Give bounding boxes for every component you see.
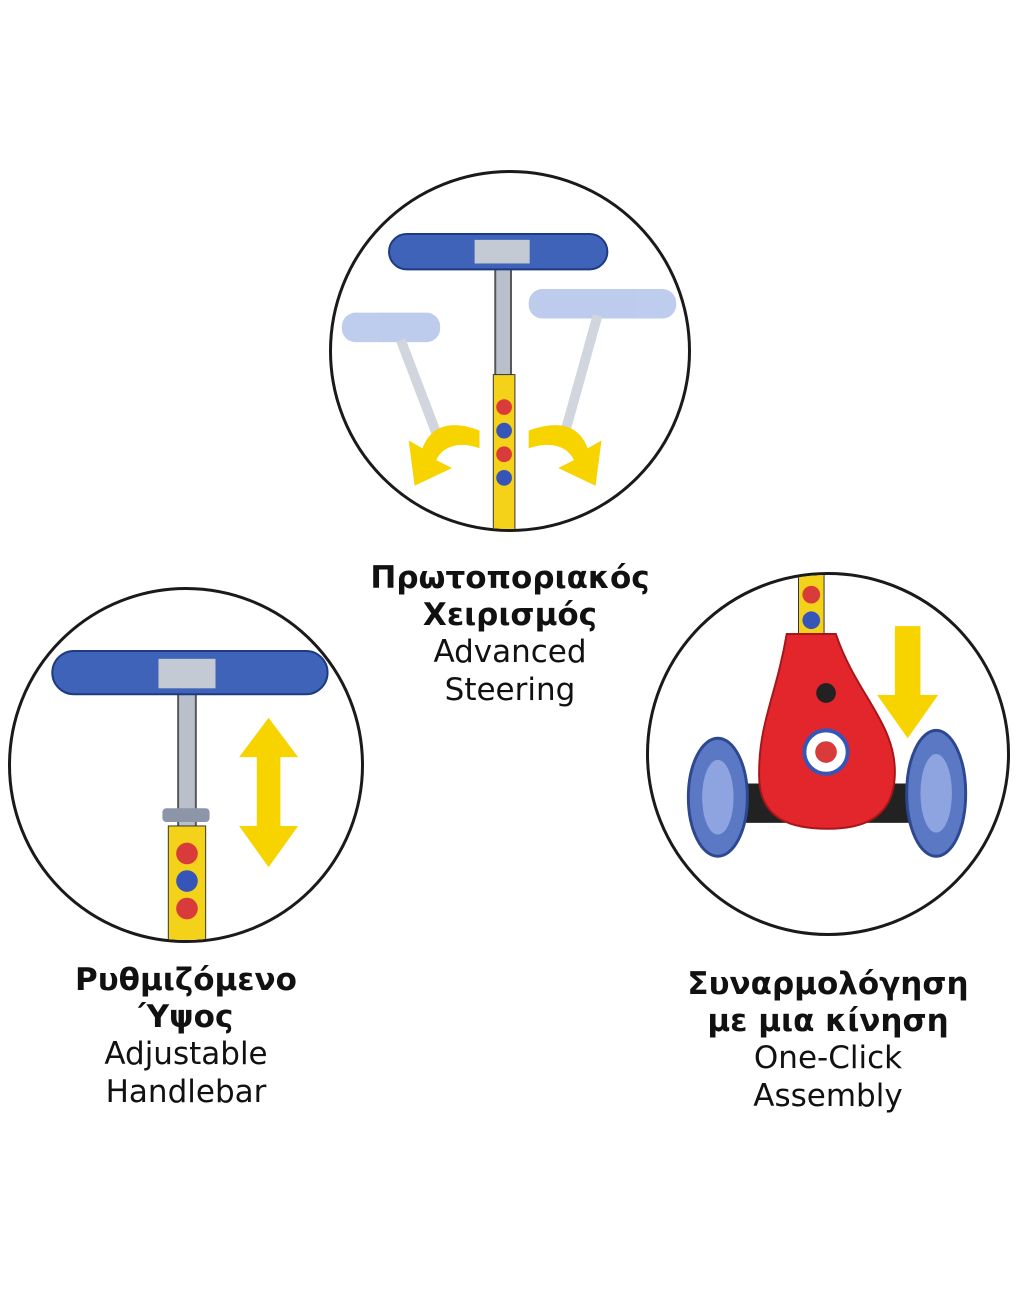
faded-right-handlebar	[528, 289, 677, 431]
height-title-gr-line2: Ύψος	[138, 999, 234, 1036]
faded-left-handlebar	[341, 312, 447, 451]
assembly-caption: Συναρμολόγηση με μια κίνηση One-Click As…	[646, 966, 1010, 1115]
steering-illustration	[329, 170, 691, 532]
height-title-en-line2: Handlebar	[105, 1073, 267, 1110]
arrow-left-icon	[408, 425, 480, 486]
assembly-title-en-line2: Assembly	[753, 1077, 903, 1114]
steering-title-gr-line1: Πρωτοποριακός	[370, 560, 650, 596]
height-title-gr-line1: Ρυθμιζόμενο	[75, 962, 297, 998]
steering-title-en-line1: Advanced	[433, 634, 587, 671]
height-title-en-line1: Adjustable	[104, 1036, 268, 1073]
height-scooter-image	[51, 649, 329, 940]
height-illustration	[8, 587, 364, 943]
arrow-right-icon	[528, 425, 602, 486]
up-down-arrow-icon	[239, 717, 299, 868]
assembly-title-en-line1: One-Click	[753, 1040, 903, 1077]
steering-scooter-image	[341, 232, 677, 529]
assembly-illustration	[646, 572, 1010, 936]
steering-title-gr-line2: Χειρισμός	[422, 597, 598, 634]
assembly-scooter-image	[686, 575, 968, 858]
assembly-title-gr-line1: Συναρμολόγηση	[687, 966, 969, 1002]
arrow-down-icon	[877, 626, 939, 739]
steering-title-en-line2: Steering	[444, 671, 576, 708]
height-caption: Ρυθμιζόμενο Ύψος Adjustable Handlebar	[8, 962, 364, 1111]
assembly-title-gr-line2: με μια κίνηση	[707, 1003, 949, 1040]
steering-caption: Πρωτοποριακός Χειρισμός Advanced Steerin…	[329, 560, 691, 709]
